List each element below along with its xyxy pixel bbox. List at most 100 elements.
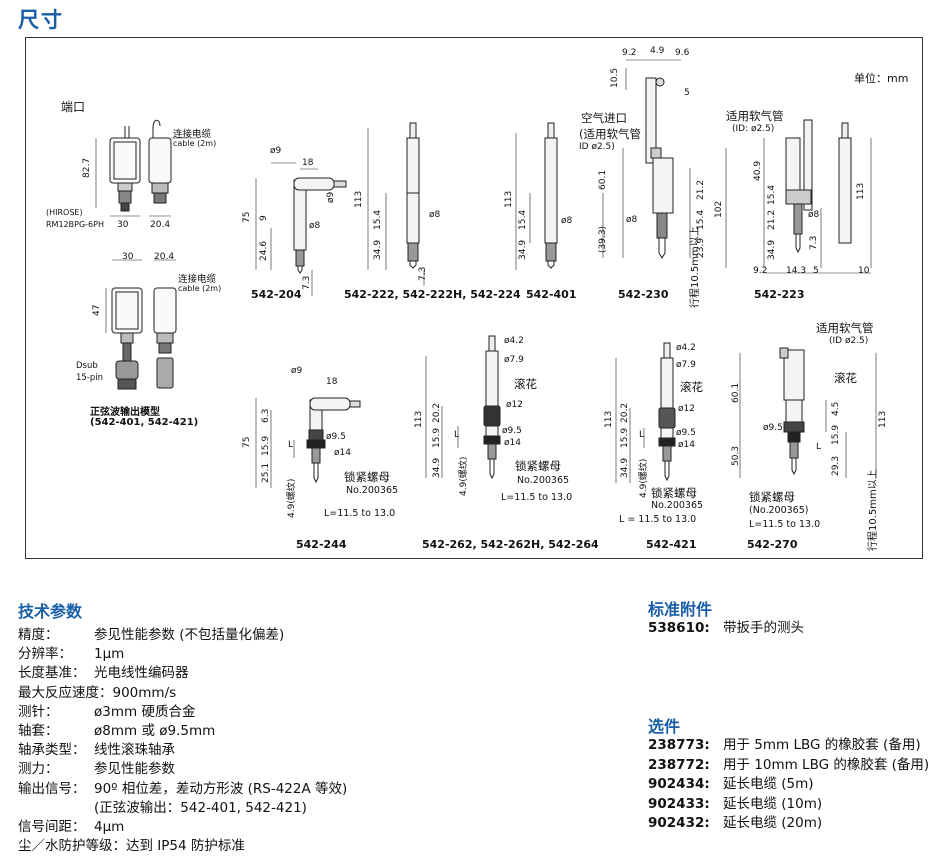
accessory-row: 238772:用于 10mm LBG 的橡胶套 (备用)	[648, 756, 929, 776]
drawing-542-222	[367, 122, 425, 286]
dim-label: 30	[122, 252, 134, 262]
spec-row: 测力：参见性能参数	[18, 760, 618, 779]
dim-label: 5	[813, 266, 819, 276]
dim-label: 7.3	[809, 235, 819, 250]
dim-label: ø14	[504, 438, 521, 448]
model-542-401: 542-401	[526, 288, 577, 301]
spec-row: (正弦波输出：542-401, 542-421)	[18, 799, 618, 818]
spec-row: 轴套：ø8mm 或 ø9.5mm	[18, 722, 618, 741]
dim-label: ø9	[326, 191, 336, 203]
options-heading: 选件	[648, 717, 681, 736]
knurl-262-label: 滚花	[514, 377, 537, 391]
part-description: 延长电缆 (5m)	[723, 776, 814, 792]
dim-label: 21.2	[696, 179, 706, 200]
dim-label: 7.3	[302, 275, 312, 290]
spec-value: 900mm/s	[112, 684, 177, 701]
dim-label: 34.9	[518, 239, 528, 260]
spec-key: 最大反应速度：	[18, 684, 113, 701]
dim-label: 15.9	[831, 424, 841, 445]
dim-label: 113	[504, 190, 514, 208]
hose-223-label: 适用软气管	[726, 109, 784, 123]
dim-label: 20.4	[154, 252, 175, 262]
dim-label: 75	[242, 211, 252, 223]
accessory-row: 538610:带扳手的测头	[648, 619, 804, 639]
port-drawing-dsub	[105, 259, 177, 390]
part-number: 902434:	[648, 776, 710, 792]
dim-label: ø8	[808, 210, 820, 220]
dim-label: ø7.9	[676, 360, 696, 370]
knurl-421-label: 滚花	[680, 380, 703, 394]
drawing-542-230	[602, 59, 727, 268]
part-number: 238772:	[648, 756, 710, 773]
dim-label: 29.3	[831, 455, 841, 476]
cable-sub-label-1: cable (2m)	[173, 139, 217, 148]
page-title: 尺寸	[18, 8, 64, 32]
spec-row: 精度：参见性能参数 (不包括量化偏差)	[18, 626, 618, 645]
l-range-421-label: L = 11.5 to 13.0	[619, 514, 697, 525]
dim-label: 15.4	[373, 209, 383, 230]
spec-key: 轴承类型：	[18, 742, 86, 759]
no-270-label: (No.200365)	[749, 505, 809, 516]
dim-label: 113	[354, 190, 364, 208]
dim-label: 113	[856, 182, 866, 200]
spec-value: ø3mm 硬质合金	[94, 703, 196, 720]
model-542-270: 542-270	[747, 538, 798, 551]
model-542-244: 542-244	[296, 538, 347, 551]
dim-label: 15.4	[518, 209, 528, 230]
knurl-270-label: 滚花	[834, 371, 857, 385]
dim-label: ø8	[309, 221, 321, 231]
dim-label: ø12	[506, 400, 523, 410]
spec-key: 长度基准：	[18, 665, 86, 682]
sine-output-label: 正弦波输出模型	[90, 407, 160, 418]
dim-label: (39.3)	[598, 225, 608, 253]
dim-label: 40.9	[753, 160, 763, 181]
no-244-label: No.200365	[346, 485, 399, 496]
dim-label: 50.3	[731, 445, 741, 466]
spec-key: 输出信号：	[18, 780, 86, 797]
no-262-label: No.200365	[517, 475, 570, 486]
spec-row: 输出信号：90º 相位差，差动方形波 (RS-422A 等效)	[18, 780, 618, 799]
dim-label: 60.1	[731, 382, 741, 403]
air-inlet-id-label: ID ø2.5)	[579, 142, 615, 152]
dim-label: 34.9	[620, 457, 630, 478]
model-542-223: 542-223	[754, 288, 805, 301]
dim-label: 34.9	[767, 239, 777, 260]
accessory-row: 902432: 延长电缆 (20m)	[648, 814, 929, 834]
options-list: 238773:用于 5mm LBG 的橡胶套 (备用)238772:用于 10m…	[648, 736, 929, 834]
dim-label: 18	[302, 158, 314, 168]
dim-label: ø8	[626, 215, 638, 225]
model-542-204: 542-204	[251, 288, 302, 301]
drawing-542-270	[739, 347, 877, 478]
dim-label: 113	[604, 410, 614, 428]
dim-label: 10	[858, 266, 870, 276]
locknut-262-label: 锁紧螺母	[515, 459, 561, 473]
drawing-542-244	[255, 397, 361, 488]
spec-key: 测针：	[18, 703, 59, 720]
dim-label: 113	[878, 410, 888, 428]
port-label: 端口	[61, 100, 86, 114]
dim-label: 21.2	[767, 209, 777, 230]
dim-label: 15.4	[767, 184, 777, 205]
dim-label: ø9	[291, 366, 303, 376]
dim-label: 9.2	[753, 266, 768, 276]
spec-value: 光电线性编码器	[94, 665, 189, 682]
spec-value: 达到 IP54 防护标准	[126, 838, 245, 855]
spec-row: 最大反应速度：900mm/s	[18, 684, 618, 703]
dim-label: L	[288, 440, 294, 450]
dim-label: 9	[259, 215, 269, 221]
model-542-230: 542-230	[618, 288, 669, 301]
dim-label: 113	[414, 410, 424, 428]
part-number: 538610:	[648, 620, 710, 636]
dim-label: ø9.5	[326, 432, 346, 442]
spec-row: 信号间距：4µm	[18, 818, 618, 837]
drawing-542-401	[515, 122, 558, 270]
no-421-label: No.200365	[651, 500, 704, 511]
part-description: 延长电缆 (20m)	[723, 815, 823, 831]
air-inlet-sub-label: (适用软气管	[579, 127, 641, 141]
part-number: 238773:	[648, 737, 710, 753]
accessory-row: 238773:用于 5mm LBG 的橡胶套 (备用)	[648, 736, 929, 756]
part-number: 902432:	[648, 815, 710, 831]
air-inlet-label: 空气进口	[581, 111, 627, 125]
l-range-270-label: L=11.5 to 13.0	[749, 519, 821, 530]
